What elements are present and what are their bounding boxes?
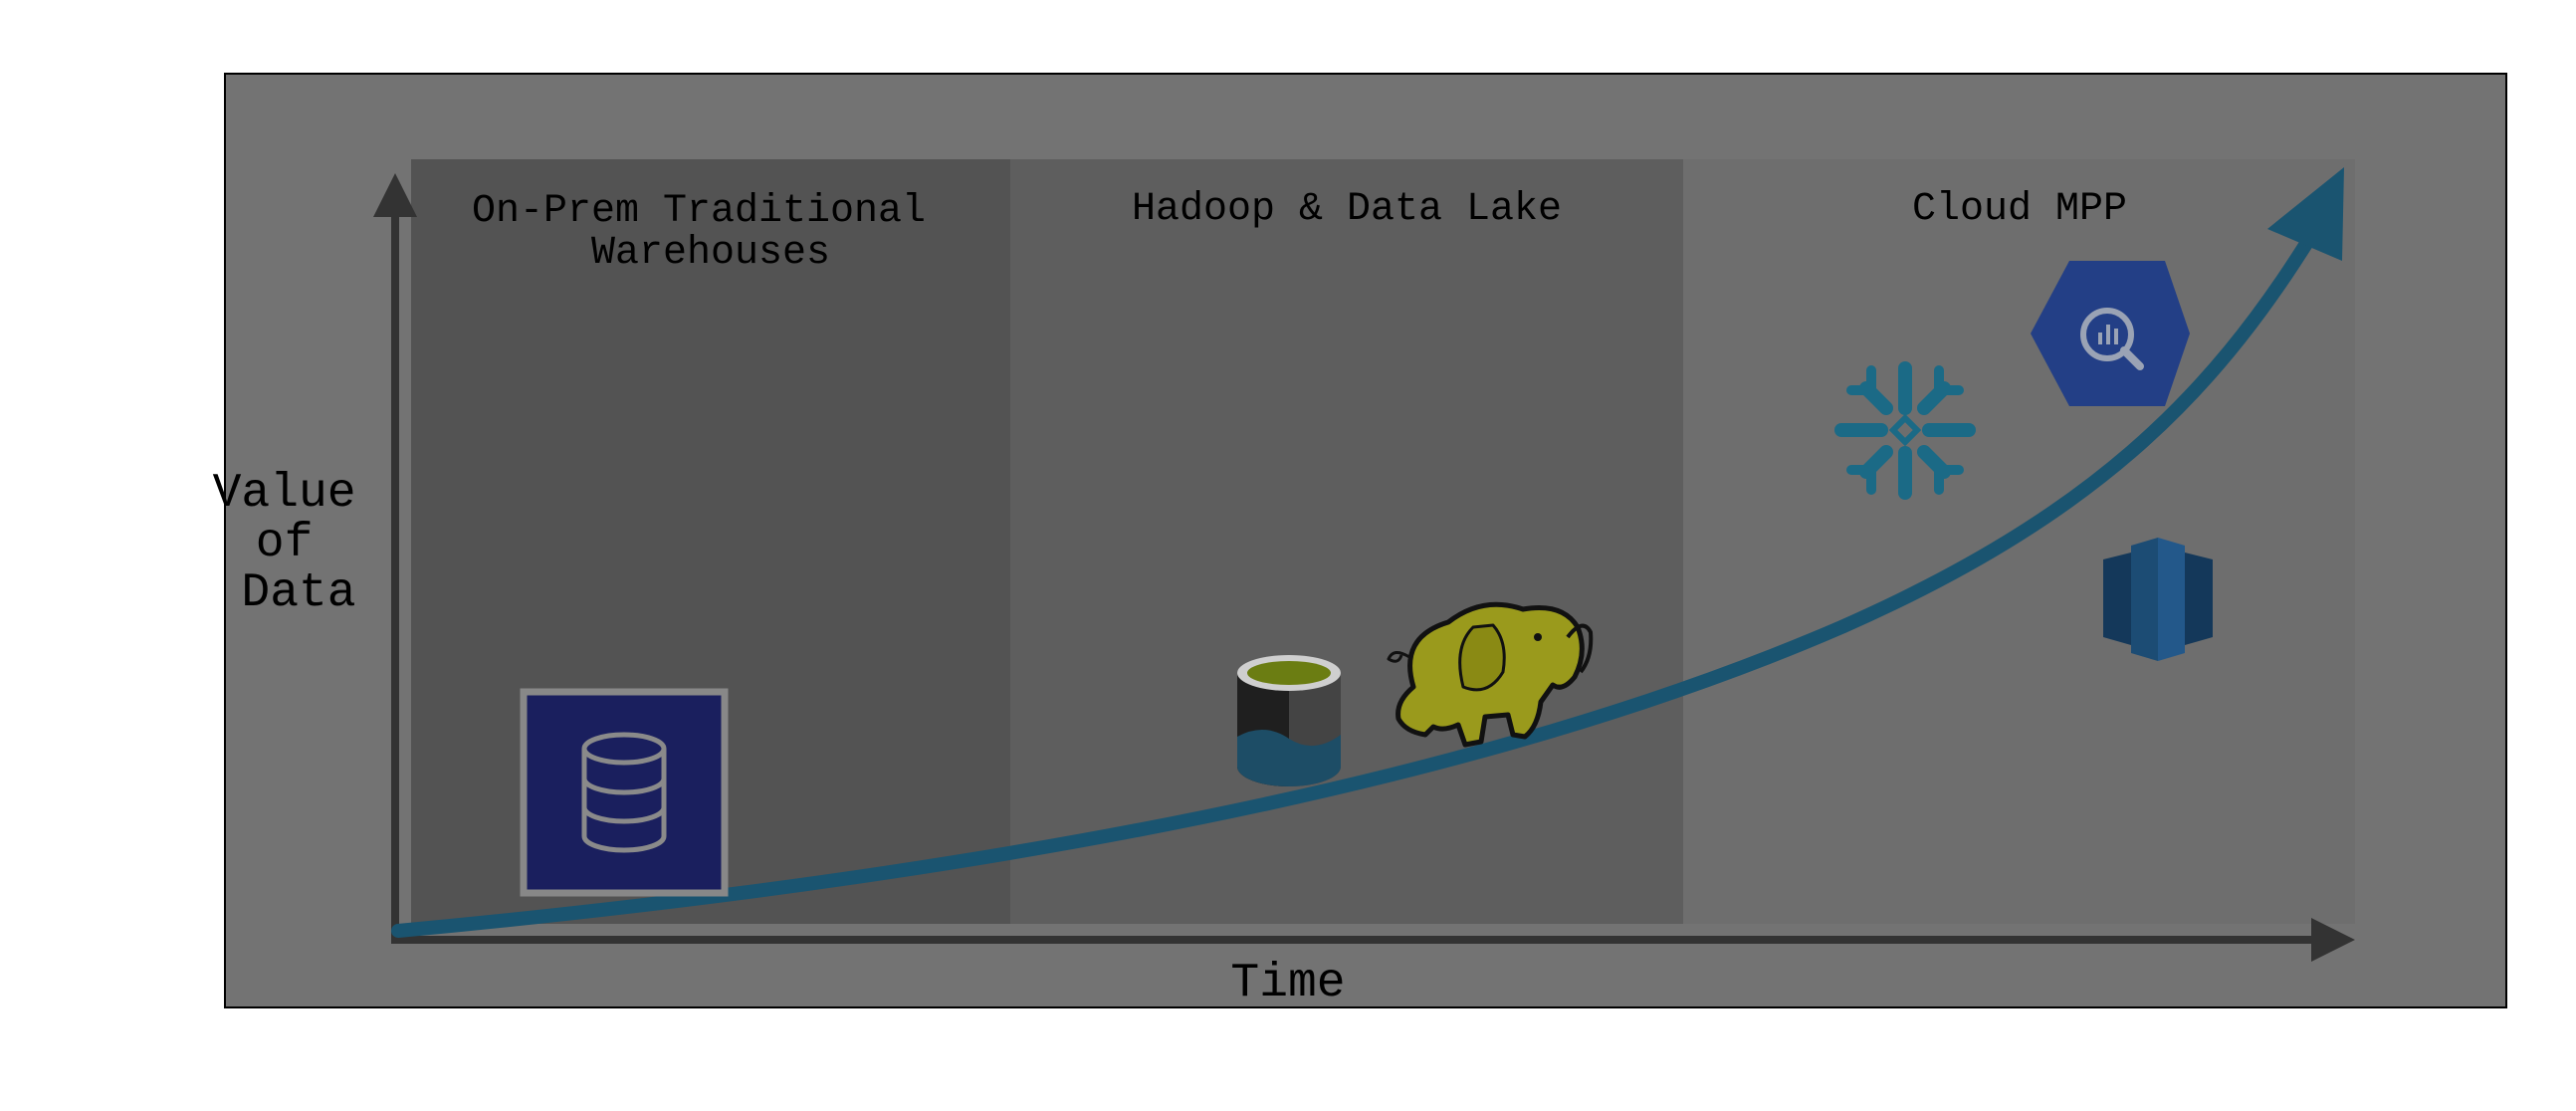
era-title-hadoop: Hadoop & Data Lake xyxy=(1132,187,1562,232)
bigquery-icon xyxy=(2031,261,2190,406)
value-growth-curve-arrowhead xyxy=(2267,167,2344,261)
database-icon xyxy=(520,688,729,897)
redshift-icon xyxy=(2103,538,2213,661)
x-axis-label: Time xyxy=(1230,957,1345,1010)
value-growth-curve xyxy=(391,232,2316,938)
y-axis-label: Value of Data xyxy=(213,467,385,620)
era-panel-hadoop xyxy=(1010,159,1683,924)
era-title-cloud: Cloud MPP xyxy=(1912,187,2127,232)
x-axis-arrowhead xyxy=(2311,918,2355,962)
data-lake-bucket-icon xyxy=(1237,655,1341,786)
era-title-on-prem: On-Prem Traditional Warehouses xyxy=(472,189,950,276)
snowflake-icon xyxy=(1834,361,1976,500)
y-axis-arrowhead xyxy=(373,173,417,217)
hadoop-elephant-icon xyxy=(1387,601,1594,748)
